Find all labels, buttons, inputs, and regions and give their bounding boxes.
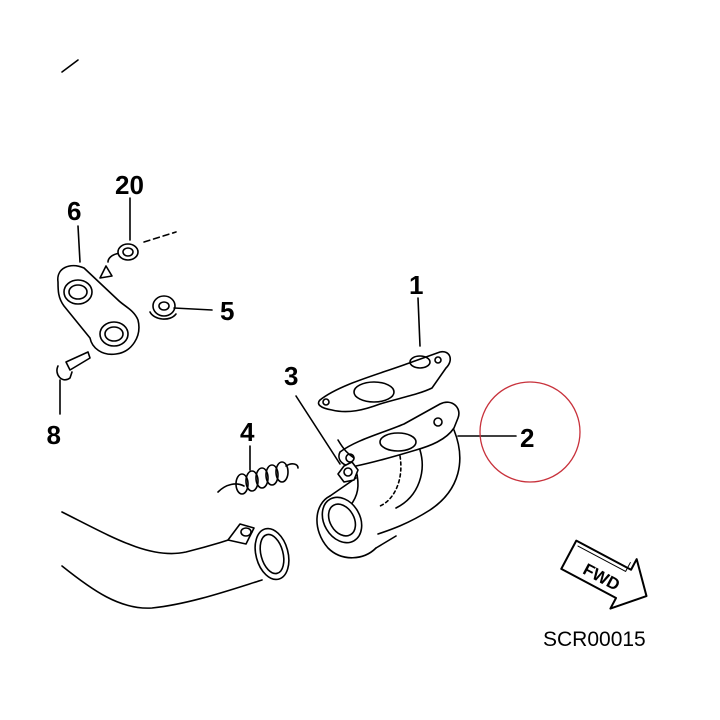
header-pipe-part (316, 401, 517, 559)
callout-part-20: 20 (115, 170, 144, 200)
bolt-part (56, 351, 91, 415)
bushing-part (99, 231, 177, 279)
callout-part-1: 1 (409, 270, 424, 300)
nut-part (295, 395, 359, 483)
exhaust-pipe (61, 511, 290, 609)
callout-part-8: 8 (46, 422, 61, 448)
callout-part-6: 6 (67, 196, 82, 226)
drawing-code: SCR00015 (543, 628, 646, 651)
fwd-arrow-icon (560, 539, 648, 610)
stray-leader-line (61, 59, 79, 73)
spring-part (217, 445, 299, 495)
callout-part-4: 4 (240, 417, 255, 447)
bushing-part-5 (149, 295, 213, 320)
callout-part-3: 3 (284, 361, 299, 391)
highlight-circle (479, 381, 581, 483)
callout-part-5: 5 (220, 296, 235, 326)
callout-part-2: 2 (520, 423, 535, 453)
gasket-part (317, 297, 452, 413)
link-stay-part (57, 264, 140, 356)
